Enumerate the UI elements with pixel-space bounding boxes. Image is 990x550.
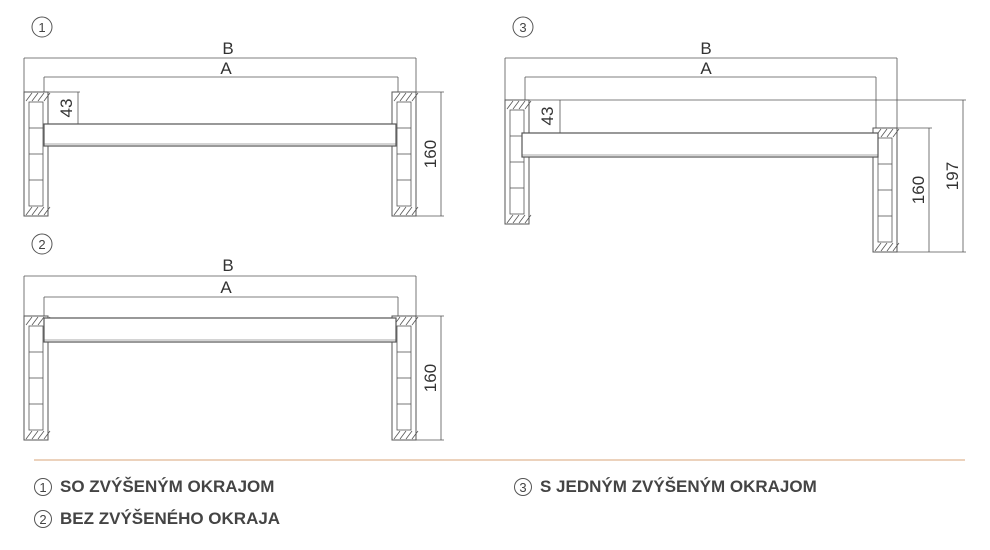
d2-left-profile-hatch (37, 430, 45, 440)
d2-left-profile-hatch (31, 316, 39, 326)
d1-left-profile-hatch (25, 206, 33, 216)
d1-left-profile-hatch (43, 206, 51, 216)
d1-left-profile-hatch (31, 92, 39, 102)
d1-right-profile-hatch (405, 92, 413, 102)
d2-right-profile-hatch (399, 316, 407, 326)
d1-left-profile-hatch (37, 206, 45, 216)
d1-bar (43, 123, 397, 147)
legend-label-1: SO ZVÝŠENÝM OKRAJOM (60, 477, 275, 496)
diagram-3-number: 3 (512, 16, 534, 38)
d3-dim-b: B (700, 39, 711, 58)
d2-right-profile-hatch (405, 316, 413, 326)
d1-dim-43: 43 (57, 99, 76, 118)
d3-left-profile-hatch (524, 100, 532, 110)
d3-bar (521, 132, 879, 158)
legend-number-2: 2 (34, 510, 52, 528)
diagram-2-number: 2 (31, 233, 53, 255)
d3-dim-197: 197 (943, 162, 962, 190)
d2-bar (43, 317, 397, 343)
d3-left-profile-hatch (518, 214, 526, 224)
legend-number-3: 3 (514, 478, 532, 496)
d3-left-profile-hatch (518, 100, 526, 110)
d3-right-profile-hatch (892, 242, 900, 252)
d3-left-profile-hatch (524, 214, 532, 224)
legend-label-3: S JEDNÝM ZVÝŠENÝM OKRAJOM (540, 477, 817, 496)
d1-right-profile-hatch (405, 206, 413, 216)
d1-right-profile-hatch (393, 206, 401, 216)
d3-left-profile-hatch (506, 100, 514, 110)
d1-dim-b: B (222, 39, 233, 58)
d1-left-profile-hatch (37, 92, 45, 102)
d3-left-profile-hatch (506, 214, 514, 224)
d1-left-profile-hatch (31, 206, 39, 216)
d2-left-profile-hatch (37, 316, 45, 326)
d2-dim-a: A (220, 278, 232, 297)
diagram-1-number: 1 (31, 16, 53, 38)
d2-right-profile-hatch (393, 430, 401, 440)
d1-right-profile-hatch (399, 92, 407, 102)
d3-right-profile-hatch (892, 128, 900, 138)
legend-label-2: BEZ ZVÝŠENÉHO OKRAJA (60, 509, 281, 528)
d1-right-profile-hatch (399, 206, 407, 216)
d3-dim-160: 160 (909, 176, 928, 204)
d2-left-profile-hatch (31, 430, 39, 440)
d3-right-profile-hatch (880, 128, 888, 138)
d1-left-profile-hatch (25, 92, 33, 102)
legend-item-1: 1 SO ZVÝŠENÝM OKRAJOM (34, 477, 274, 497)
d2-right-profile-hatch (411, 316, 419, 326)
svg-text:1: 1 (38, 20, 45, 35)
d1-right-profile-hatch (411, 206, 419, 216)
d1-right-profile-hatch (393, 92, 401, 102)
d2-dim-b: B (222, 256, 233, 275)
d3-dim-43: 43 (538, 107, 557, 126)
svg-text:2: 2 (38, 237, 45, 252)
d3-right-profile-hatch (886, 128, 894, 138)
d2-dim-160: 160 (421, 364, 440, 392)
d2-right-profile-hatch (399, 430, 407, 440)
d2-left-profile-hatch (25, 316, 33, 326)
d2-left-profile-hatch (43, 430, 51, 440)
svg-text:3: 3 (519, 20, 526, 35)
d2-right-profile-hatch (405, 430, 413, 440)
legend-item-3: 3 S JEDNÝM ZVÝŠENÝM OKRAJOM (514, 477, 817, 497)
d1-left-profile-hatch (43, 92, 51, 102)
d2-right-profile-hatch (411, 430, 419, 440)
d1-dim-a: A (220, 59, 232, 78)
d3-right-profile-hatch (880, 242, 888, 252)
legend-number-1: 1 (34, 478, 52, 496)
d1-right-profile-hatch (411, 92, 419, 102)
d3-left-profile-hatch (512, 100, 520, 110)
d3-right-profile-hatch (874, 242, 882, 252)
d3-left-profile-hatch (512, 214, 520, 224)
d3-dim-a: A (700, 59, 712, 78)
legend-item-2: 2 BEZ ZVÝŠENÉHO OKRAJA (34, 509, 280, 529)
d3-right-profile-hatch (886, 242, 894, 252)
d2-left-profile-hatch (25, 430, 33, 440)
d1-dim-160: 160 (421, 140, 440, 168)
